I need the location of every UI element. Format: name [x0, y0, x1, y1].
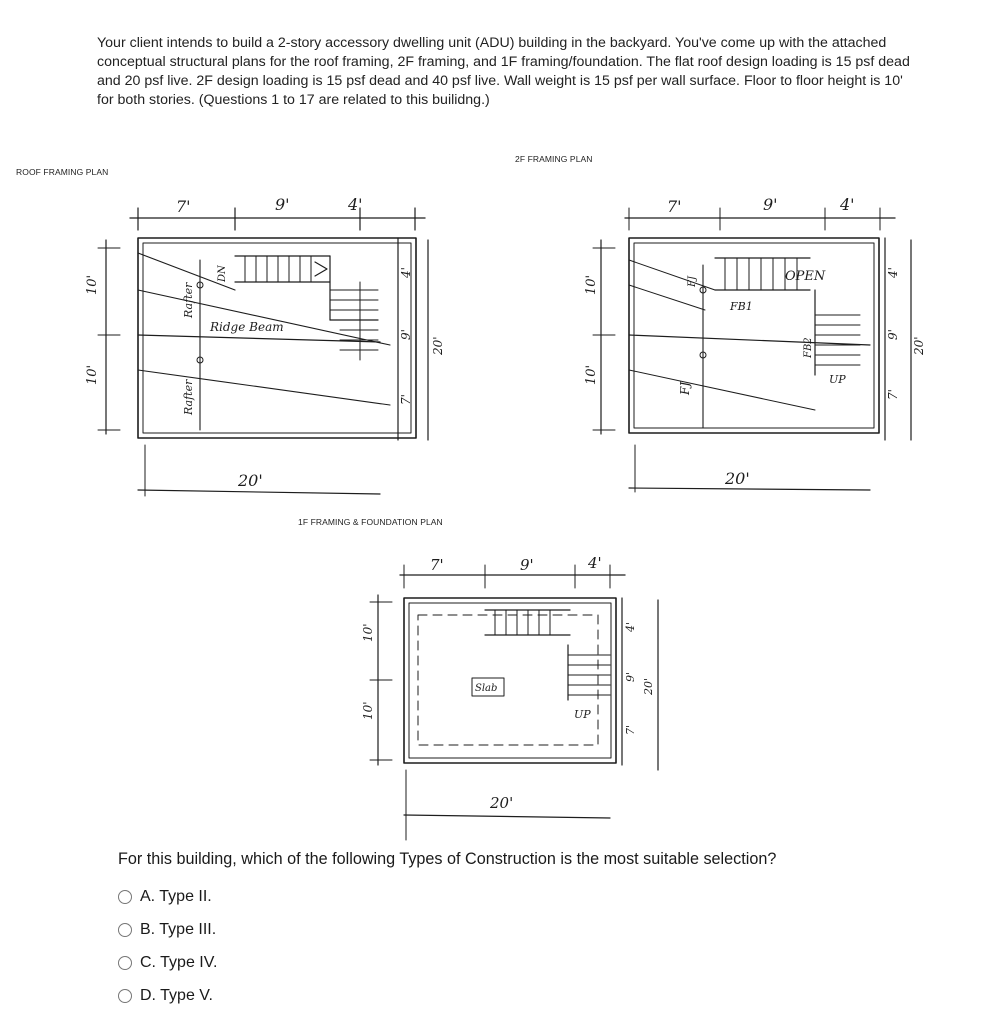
roof-plan-title: ROOF FRAMING PLAN	[16, 167, 109, 177]
floor2-dim-right-2: 9'	[886, 329, 900, 340]
roof-framing-plan: 7' 9' 4' Rafter Rafter Ridge Beam DN	[80, 190, 450, 510]
roof-rafter-label-1: Rafter	[182, 282, 195, 319]
floor1-dim-top-1: 7'	[430, 556, 444, 574]
floor2-plan-drawing: 7' 9' 4' FJ FJ FB1 FB2 OPEN UP 10' 10' 4…	[584, 195, 926, 493]
floor1-dim-left-2: 10'	[361, 701, 375, 720]
roof-plan-drawing: 7' 9' 4' Rafter Rafter Ridge Beam DN	[85, 195, 445, 497]
option-b[interactable]: B. Type III.	[118, 913, 217, 946]
floor1-dim-top-3: 4'	[587, 554, 602, 572]
floor2-dim-bottom: 20'	[724, 469, 750, 488]
floor2-dim-right-3: 7'	[886, 389, 900, 400]
floor2-dim-left-2: 10'	[584, 365, 599, 385]
roof-dim-right-2: 9'	[399, 329, 413, 340]
floor2-plan-title: 2F FRAMING PLAN	[515, 154, 593, 164]
roof-ridge-beam-label: Ridge Beam	[209, 320, 284, 334]
option-d-radio[interactable]	[118, 988, 132, 1003]
floor1-dim-bottom: 20'	[489, 794, 513, 812]
option-d-label: D. Type V.	[140, 986, 213, 1004]
floor2-fb2-label: FB2	[803, 337, 814, 359]
floor2-fj-label-2: FJ	[678, 381, 692, 396]
floor1-foundation-plan: 7' 9' 4' Slab UP 10' 10' 4' 9' 7' 20' 20…	[360, 550, 680, 845]
floor1-dim-left-1: 10'	[361, 623, 375, 642]
roof-dim-left-1: 10'	[85, 275, 100, 295]
answer-options: A. Type II. B. Type III. C. Type IV. D. …	[118, 880, 217, 1012]
floor2-dim-top-2: 9'	[763, 195, 778, 214]
floor1-dim-right-1: 4'	[624, 622, 637, 633]
floor1-dim-right-2: 9'	[624, 672, 637, 682]
floor2-dim-top-3: 4'	[839, 195, 855, 214]
option-a-radio[interactable]	[118, 889, 132, 904]
floor1-plan-drawing: 7' 9' 4' Slab UP 10' 10' 4' 9' 7' 20' 20…	[361, 554, 659, 841]
floor2-dim-top-1: 7'	[667, 197, 682, 216]
floor2-framing-plan: 7' 9' 4' FJ FJ FB1 FB2 OPEN UP 10' 10' 4…	[584, 190, 926, 510]
roof-rafter-label-2: Rafter	[182, 379, 195, 416]
roof-dn-label: DN	[217, 264, 228, 283]
roof-dim-top-1: 7'	[176, 197, 191, 216]
floor1-dim-right-3: 7'	[624, 725, 637, 735]
option-b-radio[interactable]	[118, 922, 132, 937]
option-a[interactable]: A. Type II.	[118, 880, 217, 913]
problem-text: Your client intends to build a 2-story a…	[97, 35, 910, 108]
option-c-radio[interactable]	[118, 955, 132, 970]
problem-statement: Your client intends to build a 2-story a…	[97, 34, 917, 110]
roof-dim-bottom: 20'	[237, 471, 263, 490]
roof-dim-top-3: 4'	[347, 195, 363, 214]
option-b-label: B. Type III.	[140, 920, 217, 938]
option-a-label: A. Type II.	[140, 887, 212, 905]
roof-dim-right-3: 7'	[399, 394, 413, 405]
floor2-fj-label-1: FJ	[687, 275, 698, 288]
floor1-dim-top-2: 9'	[520, 556, 534, 574]
floor2-fb1-label: FB1	[729, 300, 753, 313]
option-d[interactable]: D. Type V.	[118, 979, 217, 1012]
floor1-plan-title: 1F FRAMING & FOUNDATION PLAN	[298, 517, 443, 527]
question-text: For this building, which of the followin…	[118, 850, 777, 868]
roof-dim-left-2: 10'	[85, 365, 100, 385]
option-c-label: C. Type IV.	[140, 953, 218, 971]
floor2-dim-left-1: 10'	[584, 275, 599, 295]
floor1-slab-label: Slab	[475, 683, 497, 694]
floor2-dim-right-1: 4'	[886, 267, 900, 279]
floor2-up-label: UP	[829, 373, 846, 386]
option-c[interactable]: C. Type IV.	[118, 946, 217, 979]
floor1-up-label: UP	[574, 708, 591, 721]
floor2-dim-right-total: 20'	[912, 336, 926, 356]
roof-dim-top-2: 9'	[275, 195, 290, 214]
roof-dim-right-1: 4'	[399, 267, 413, 279]
floor1-dim-right-total: 20'	[642, 678, 655, 696]
floor2-open-label: OPEN	[785, 269, 826, 284]
roof-dim-right-total: 20'	[431, 336, 445, 356]
